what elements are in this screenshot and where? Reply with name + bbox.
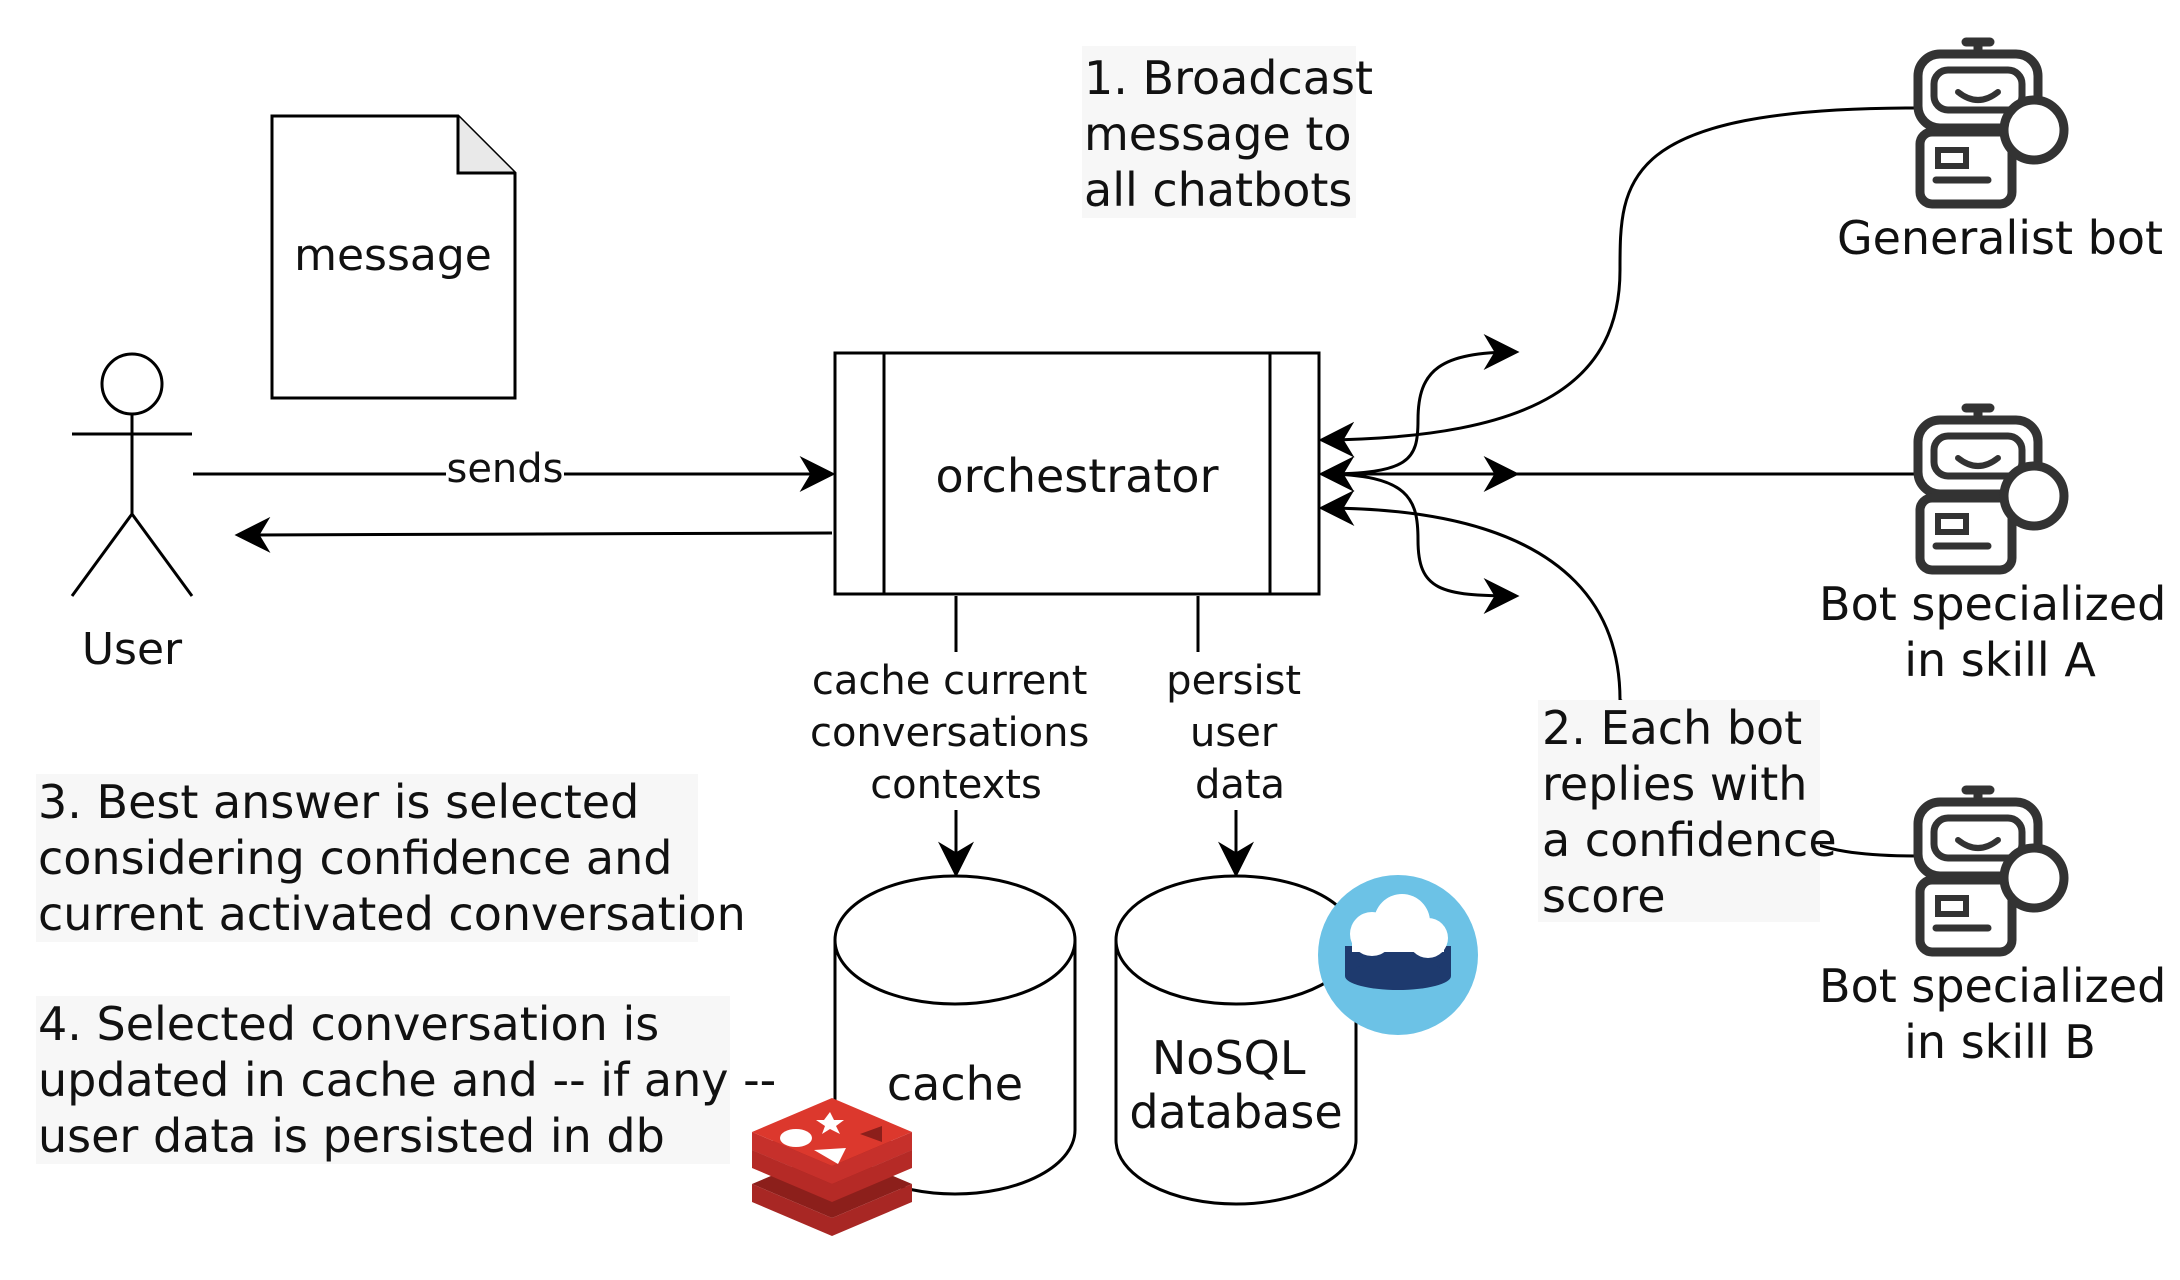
orchestrator-label: orchestrator [936, 449, 1219, 503]
sends-label: sends [446, 446, 563, 492]
message-label: message [294, 230, 492, 281]
nosql-cylinder: NoSQL database [1114, 874, 1358, 1206]
generalist-bot-label: Generalist bot [1837, 211, 2163, 265]
skill-a-bot-label: Bot specialized in skill A [1819, 577, 2180, 687]
skill-b-bot-label: Bot specialized in skill B [1819, 959, 2180, 1069]
selection-note: 3. Best answer is selected considering c… [38, 775, 746, 941]
user-label: User [82, 624, 183, 675]
cache-edge-label: cache current conversations contexts [810, 658, 1102, 808]
redis-logo-icon [752, 1098, 912, 1236]
orchestrator-box: orchestrator [833, 351, 1321, 596]
generalist-bot-robot-icon [1918, 42, 2064, 204]
update-note: 4. Selected conversation is updated in c… [38, 997, 791, 1163]
nosql-label: NoSQL database [1129, 1031, 1342, 1139]
replies-note: 2. Each bot replies with a confidence sc… [1542, 701, 1851, 923]
user-actor [70, 352, 194, 597]
cache-label: cache [887, 1057, 1023, 1111]
skill-a-bot-robot-icon [1918, 408, 2064, 570]
replies-note-bg [1538, 700, 1820, 922]
message-document: message [270, 114, 517, 400]
cloud-database-icon [1318, 875, 1478, 1035]
update-note-bg [36, 996, 730, 1164]
selection-note-bg [36, 774, 698, 942]
broadcast-note: 1. Broadcast message to all chatbots [1084, 51, 1388, 217]
response-arrow [234, 516, 833, 553]
reply-arrows [1318, 106, 1917, 858]
skill-b-bot-robot-icon [1918, 790, 2064, 952]
persist-edge-label: persist user data [1166, 658, 1314, 808]
broadcast-note-bg [1082, 46, 1356, 218]
